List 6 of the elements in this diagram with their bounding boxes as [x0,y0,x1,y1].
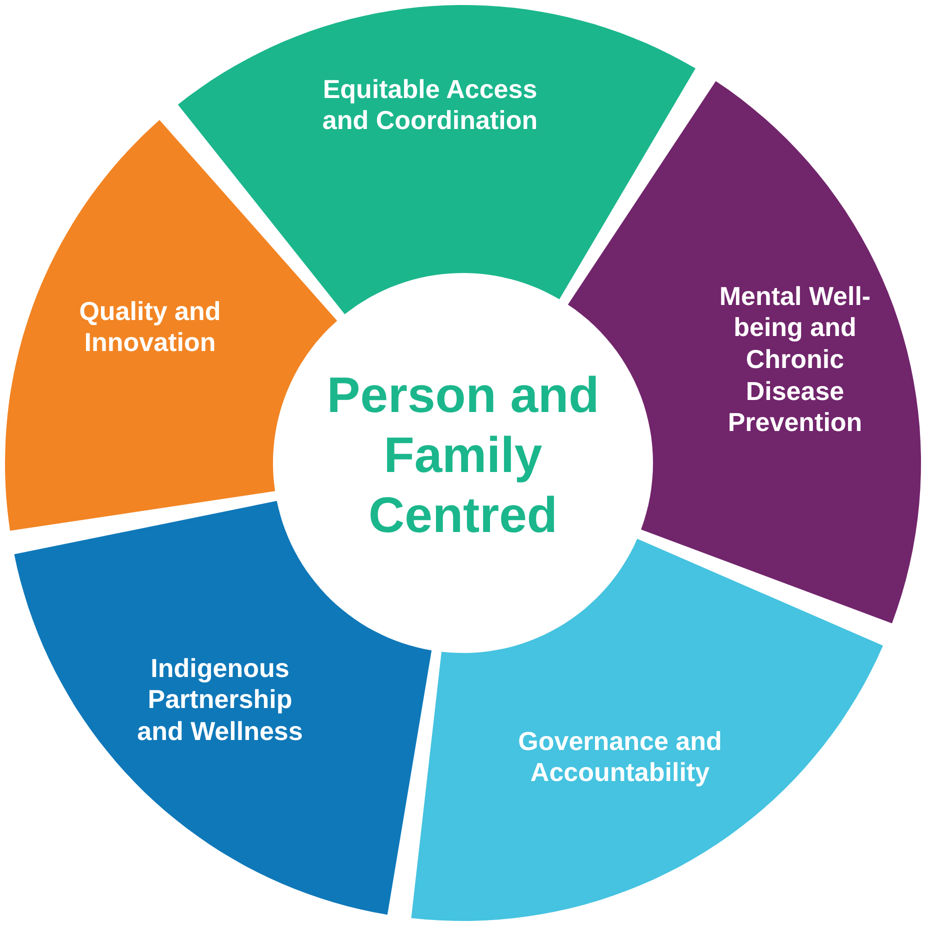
center-heading: Person and Family Centred [326,366,600,545]
segment-title: Mental Well-being and Chronic Disease Prevention [718,280,872,440]
segment-title: Equitable Access and Coordination [321,74,539,137]
segment-title: Quality and Innovation [78,296,222,359]
segment-title: Indigenous Partnership and Wellness [136,652,304,748]
segment-title: Governance and Accountability [517,726,723,789]
